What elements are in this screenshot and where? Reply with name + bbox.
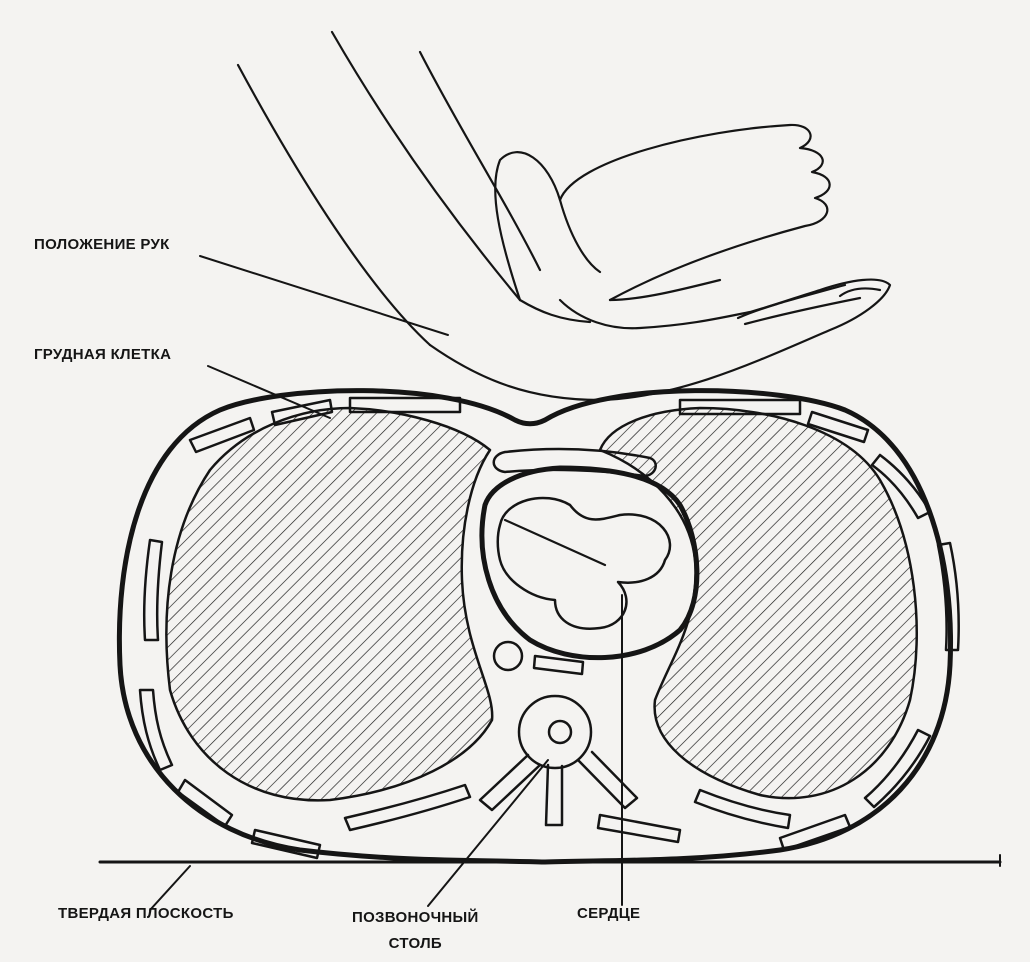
rib-segments (138, 396, 960, 860)
label-hard-surface: ТВЕРДАЯ ПЛОСКОСТЬ (58, 905, 234, 922)
right-lung (598, 406, 918, 800)
esophagus (532, 654, 585, 676)
label-chest: ГРУДНАЯ КЛЕТКА (34, 346, 172, 363)
label-spine: ПОЗВОНОЧНЫЙ СТОЛБ (352, 905, 479, 957)
heart-vessel-line (503, 518, 607, 567)
heart (496, 496, 672, 630)
leader-line-hands (199, 255, 449, 336)
leader-line-spine (427, 759, 549, 907)
label-hand-position: ПОЛОЖЕНИЕ РУК (34, 236, 170, 253)
label-spine-line1: ПОЗВОНОЧНЫЙ (352, 909, 479, 926)
left-lung (165, 406, 494, 802)
leader-line-surface (149, 865, 191, 911)
vertebra (478, 694, 639, 827)
pericardium (479, 465, 700, 661)
leader-line-chest (207, 365, 331, 419)
hands-drawing (236, 30, 892, 402)
label-heart: СЕРДЦЕ (577, 905, 641, 922)
aorta (492, 640, 524, 672)
label-spine-line2: СТОЛБ (388, 935, 442, 952)
